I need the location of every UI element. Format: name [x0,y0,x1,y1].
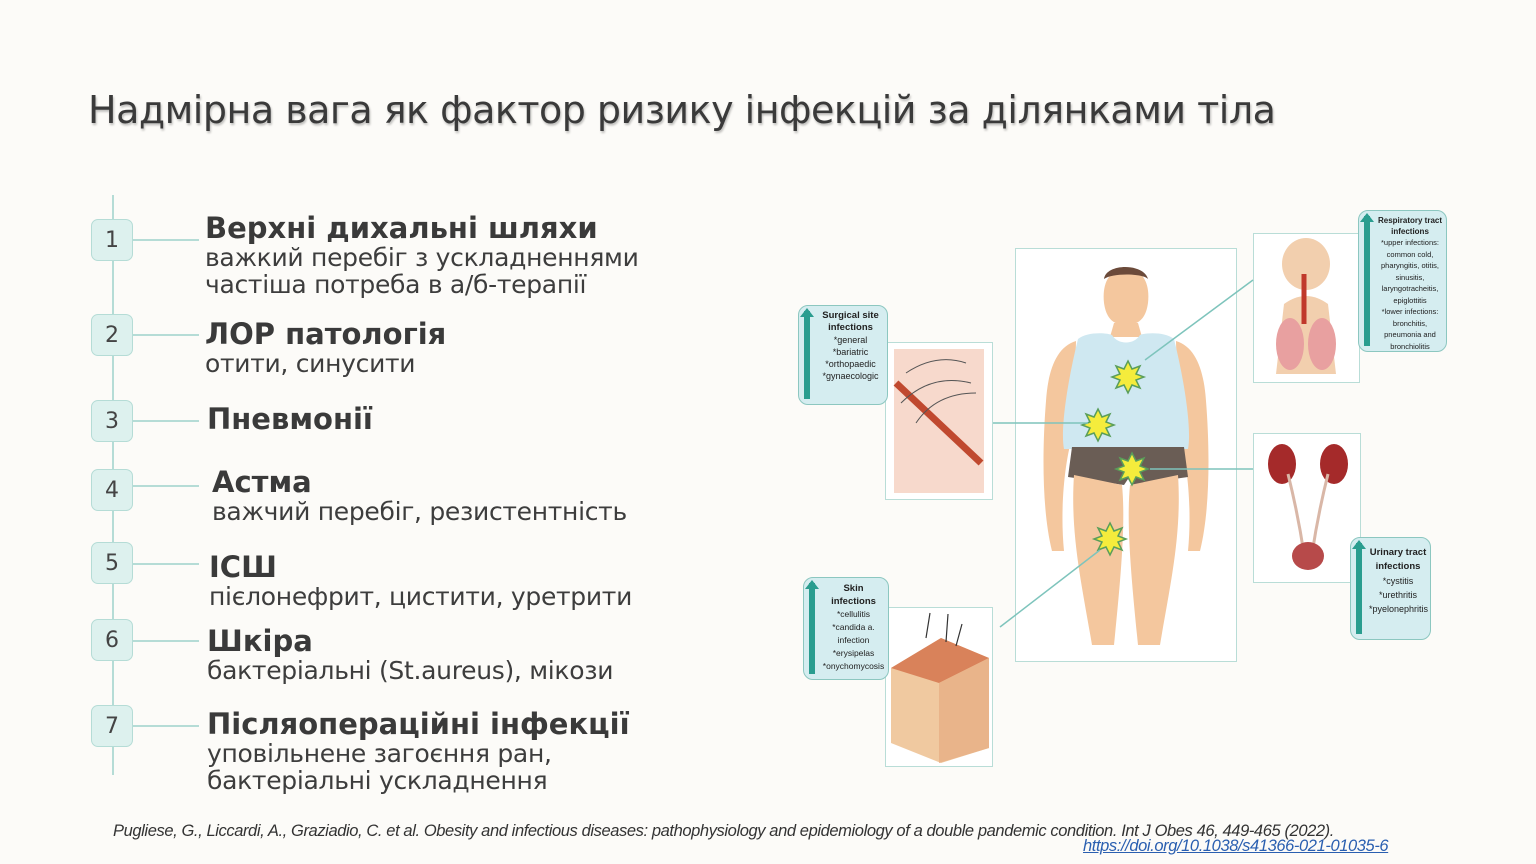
item-text: бактеріальні (St.aureus), мікози [207,656,614,685]
item-text: важчий перебіг, резистентність [212,497,627,526]
callout-line: *onychomycosis [822,661,885,671]
callout-line: *candida a. [832,622,875,632]
connector-line [133,239,199,241]
up-arrow-icon [1360,213,1374,346]
doi-link[interactable]: https://doi.org/10.1038/s41366-021-01035… [1083,837,1389,855]
infection-marker [1079,407,1117,443]
callout-line: *pyelonephritis [1369,604,1429,614]
callout-line: *erysipelas [832,648,875,658]
urinary-tract-image [1253,433,1361,583]
respiratory-illustration [1276,238,1336,374]
item-heading: Пневмонії [207,402,373,436]
kidney-bladder-illustration [1268,444,1348,570]
callout-line: *cellulitis [836,609,871,619]
item-number-1: 1 [91,219,133,261]
up-arrow-icon [800,308,814,399]
body-figure-frame [1015,248,1237,662]
infection-marker [1109,359,1147,395]
citation: Pugliese, G., Liccardi, A., Graziadio, C… [113,822,1334,840]
callout-line: infection [837,635,870,645]
callout-line: bronchiolitis [1390,341,1430,351]
connector-line [133,334,199,336]
connector-line [133,485,199,487]
callout-surgical-site: Surgical site infections *general *baria… [798,305,888,405]
surgical-wound-image [885,342,993,500]
item-text: отити, синусити [205,349,416,378]
up-arrow-icon [805,580,819,674]
callout-line: *orthopaedic [825,359,876,369]
callout-title: Surgical site infections [822,310,879,333]
up-arrow-icon [1352,540,1366,634]
callout-line: pharyngitis, otitis, [1381,261,1439,270]
infection-marker [1113,451,1151,487]
callout-line: bronchitis, [1392,318,1428,328]
list-item-uti: ІСШ пієлонефрит, цистити, уретрити [209,551,632,610]
list-item-asthma: Астма важчий перебіг, резистентність [212,466,627,525]
list-item-postoperative: Післяопераційні інфекції уповільнене заг… [207,708,630,794]
callout-line: *lower infections: [1381,307,1439,316]
item-text: частіша потреба в а/б-терапії [205,270,587,299]
item-heading: Астма [212,465,312,499]
slide-title: Надмірна вага як фактор ризику інфекцій … [88,88,1276,132]
connector-line [133,563,199,565]
surgical-wound-illustration [893,349,984,493]
item-number-2: 2 [91,314,133,356]
callout-line: pneumonia and [1384,330,1436,339]
item-heading: ІСШ [209,550,277,584]
item-number-4: 4 [91,469,133,511]
list-item-pneumonia: Пневмонії [207,403,373,435]
item-number-6: 6 [91,619,133,661]
item-heading: ЛОР патологія [205,317,447,351]
callout-title: Respiratory tract infections [1377,216,1443,236]
item-number-5: 5 [91,542,133,584]
callout-line: epiglottitis [1393,295,1427,305]
item-text: уповільнене загоєння ран, [207,739,552,768]
callout-title: Urinary tract infections [1369,547,1427,572]
callout-line: *general [833,335,868,345]
connector-line [133,420,199,422]
callout-line: laryngotracheitis, [1381,284,1439,293]
item-heading: Шкіра [207,624,313,658]
item-heading: Післяопераційні інфекції [207,707,630,741]
item-heading: Верхні дихальні шляхи [205,211,598,245]
infection-marker [1091,521,1129,557]
callout-urinary: Urinary tract infections *cystitis *uret… [1350,537,1431,640]
skin-layers-illustration [891,612,989,763]
item-number-3: 3 [91,400,133,442]
callout-line: *cystitis [1382,576,1414,586]
callout-line: sinusitis, [1395,272,1425,282]
obese-body-illustration [1043,267,1209,645]
callout-line: *urethritis [1378,590,1417,600]
callout-title: Skin infections [831,583,876,607]
callout-line: *gynaecologic [822,371,879,381]
connector-line [133,640,199,642]
list-item-upper-respiratory: Верхні дихальні шляхи важкий перебіг з у… [205,212,639,298]
callout-line: *upper infections: [1381,238,1439,247]
list-item-skin: Шкіра бактеріальні (St.aureus), мікози [207,625,613,684]
skin-section-image [885,607,993,767]
item-text: бактеріальні ускладнення [207,766,548,795]
item-text: пієлонефрит, цистити, уретрити [209,582,633,611]
callout-respiratory: Respiratory tract infections *upper infe… [1358,210,1447,352]
callout-line: *bariatric [832,347,869,357]
list-item-ent: ЛОР патологія отити, синусити [205,318,446,377]
callout-skin: Skin infections *cellulitis *candida a. … [803,577,889,680]
callout-line: common cold, [1386,249,1434,259]
item-number-7: 7 [91,705,133,747]
connector-line [133,725,199,727]
item-text: важкий перебіг з ускладненнями [205,243,639,272]
